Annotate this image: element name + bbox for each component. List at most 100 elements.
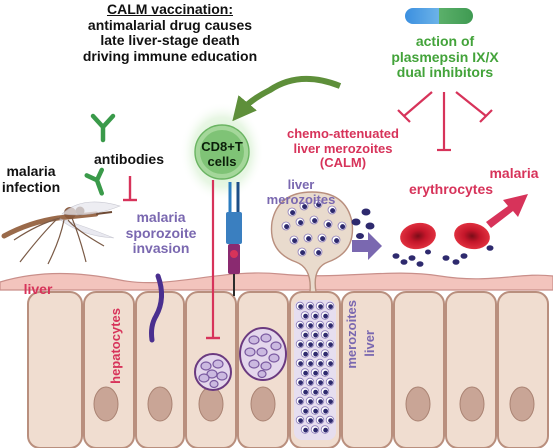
- merozoite-icon: [325, 396, 335, 406]
- merozoite-icon: [295, 339, 305, 349]
- erythrocyte: [400, 222, 436, 250]
- merozoite-icon: [325, 339, 335, 349]
- merozoite-icon: [310, 387, 320, 396]
- title-line: driving immune education: [82, 48, 258, 65]
- merozoite-icon: [299, 201, 309, 211]
- drug-action-line: action of: [415, 33, 475, 49]
- mosquito-icon: [1, 201, 121, 265]
- drug-pill-icon: [405, 8, 473, 24]
- merozoite-icon: [295, 217, 305, 227]
- nucleus: [93, 386, 119, 422]
- hepatocyte-cell: [341, 291, 393, 448]
- erythrocytes-label: erythrocytes: [408, 181, 494, 197]
- merozoite-icon: [300, 368, 310, 377]
- merozoite-icon: [315, 301, 325, 311]
- merosome: [270, 191, 354, 293]
- liver-label: liver: [23, 281, 53, 297]
- merozoite-icon: [300, 387, 310, 396]
- drug-inhibition-lines: [397, 91, 493, 152]
- merozoite-icon: [325, 358, 335, 368]
- liver-merozoites-line: liver: [287, 177, 315, 192]
- nucleus: [459, 386, 485, 422]
- merozoite-icon: [305, 301, 315, 311]
- merozoite-icon: [320, 311, 330, 320]
- merozoite-icon: [315, 396, 325, 406]
- merozoite-icon: [323, 219, 333, 229]
- free-merozoites: [351, 208, 375, 239]
- cd8-t-cell: [180, 102, 264, 202]
- merozoite-icon: [325, 320, 335, 330]
- merozoite-icon: [295, 301, 305, 311]
- malaria-infection-line: malaria: [6, 163, 56, 179]
- drug-action-line: dual inhibitors: [396, 64, 494, 81]
- merozoite-icon: [305, 339, 315, 349]
- merozoite-icon: [300, 406, 310, 415]
- merozoite-icon: [325, 415, 335, 425]
- hepatocyte-cell: [393, 291, 445, 448]
- title-heading: CALM vaccination:: [106, 1, 233, 17]
- antibody-icon: [90, 113, 116, 143]
- malaria-label: malaria: [489, 165, 539, 181]
- calm-line: liver merozoites: [293, 140, 393, 156]
- liver-merozoites-vertical-line: liver: [362, 330, 377, 357]
- hepatocyte-cell: [445, 291, 497, 448]
- merozoite-icon: [295, 377, 305, 387]
- merozoite-icon: [281, 221, 291, 231]
- merozoite-icon: [305, 396, 315, 406]
- drug-action-line: plasmepsin IX/X: [391, 48, 499, 65]
- merozoite-icon: [309, 215, 319, 225]
- merozoite-icon: [300, 425, 310, 434]
- merozoite-icon: [325, 377, 335, 387]
- merozoite-icon: [315, 358, 325, 368]
- merozoite-icon: [310, 368, 320, 377]
- liver-merozoites-line: merozoites: [266, 191, 336, 207]
- title-line: late liver-stage death: [100, 32, 240, 49]
- antibody-icon: [84, 167, 105, 196]
- drug-action-label: action of plasmepsin IX/X dual inhibitor…: [370, 33, 520, 81]
- sporozoite-invasion-label: malaria sporozoite invasion: [120, 209, 202, 257]
- merozoite-icon: [310, 406, 320, 415]
- malaria-infection-line: infection: [1, 178, 61, 195]
- nucleus: [405, 386, 431, 422]
- title-block: CALM vaccination: antimalarial drug caus…: [60, 1, 280, 65]
- merozoite-icon: [320, 330, 330, 339]
- merozoite-icon: [317, 233, 327, 243]
- antibody-block-inhibition: [123, 176, 137, 202]
- merozoite-icon: [331, 235, 341, 245]
- merozoite-icon: [300, 311, 310, 320]
- erythrocyte: [454, 222, 490, 250]
- nucleus: [250, 386, 276, 422]
- liver-merozoites-vertical-line: merozoites: [344, 300, 359, 369]
- merozoite-icon: [287, 207, 297, 217]
- merozoite-icon: [295, 358, 305, 368]
- hepatocyte-cell: [135, 291, 185, 448]
- merozoite-icon: [320, 425, 330, 434]
- merozoite-icon: [300, 330, 310, 339]
- invasion-line: malaria: [136, 209, 186, 225]
- malaria-arrow-icon: [486, 194, 528, 228]
- merozoite-icon: [320, 349, 330, 358]
- merozoite-icon: [305, 415, 315, 425]
- merozoite-icon: [320, 368, 330, 377]
- release-arrow-icon: [352, 232, 382, 260]
- merozoite-icon: [315, 320, 325, 330]
- antibodies-label: antibodies: [94, 151, 165, 167]
- merozoite-icon: [315, 377, 325, 387]
- hepatocytes-label: hepatocytes: [108, 308, 123, 384]
- merozoite-icon: [320, 406, 330, 415]
- liver-merozoites-vertical-label: merozoites: [344, 300, 359, 369]
- merozoite-icon: [289, 235, 299, 245]
- merozoite-icon: [320, 387, 330, 396]
- nucleus: [509, 386, 535, 422]
- merozoite-icon: [337, 221, 347, 231]
- calm-line: (CALM): [319, 155, 367, 171]
- infected-hepatocyte-small: [194, 353, 232, 391]
- merozoite-icon: [310, 349, 320, 358]
- invasion-line: invasion: [132, 240, 190, 257]
- merozoite-icon: [303, 233, 313, 243]
- merozoite-icon: [305, 358, 315, 368]
- merozoite-icon: [305, 377, 315, 387]
- merozoite-icon: [305, 320, 315, 330]
- liver-merozoites-label: liver merozoites: [254, 177, 348, 207]
